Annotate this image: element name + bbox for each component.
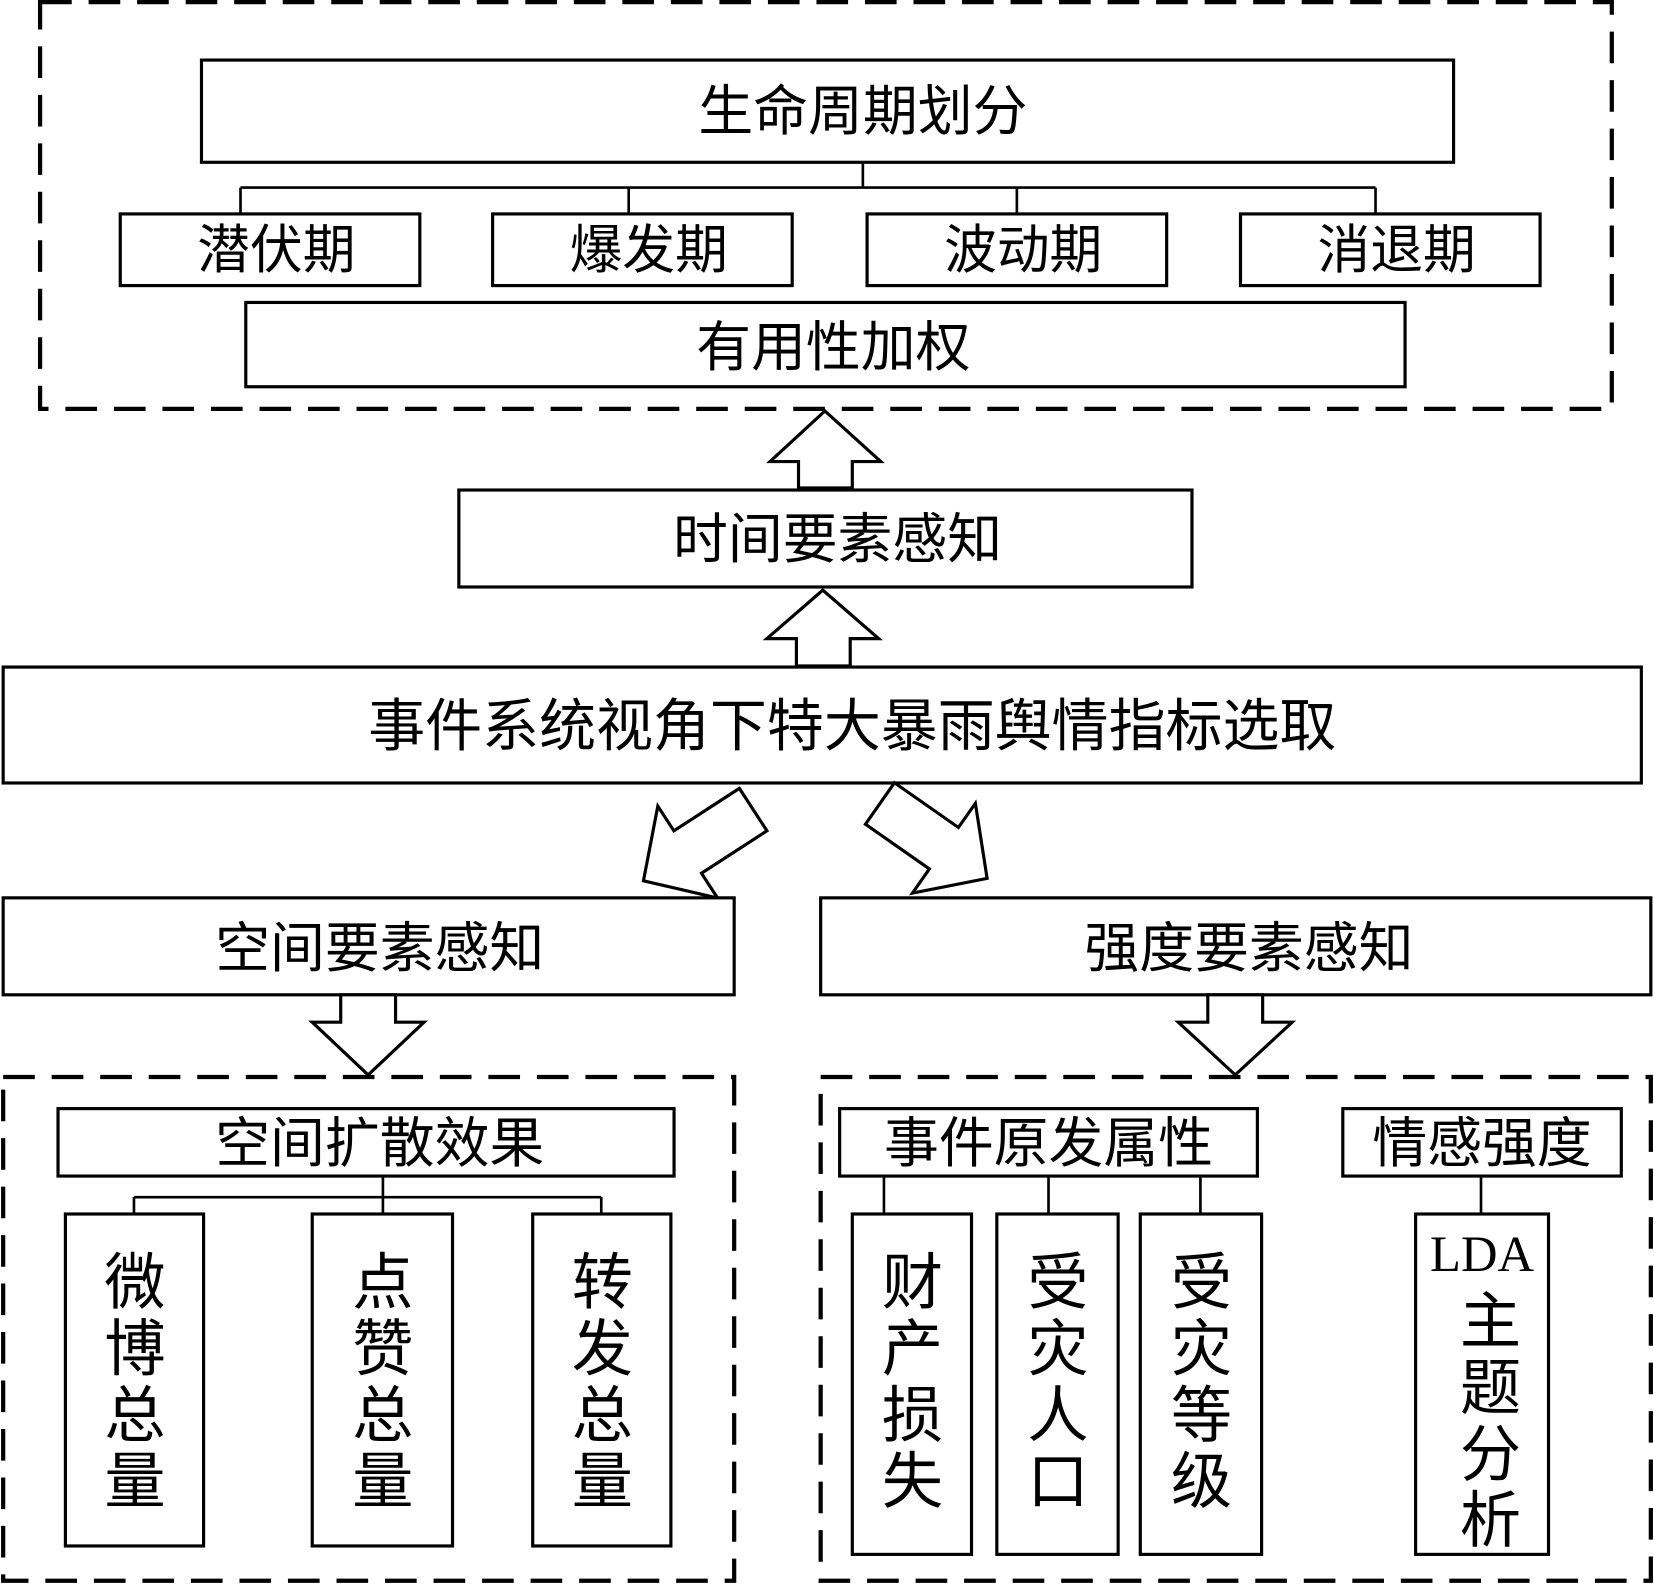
intensity-connector bbox=[882, 1176, 1483, 1215]
arrow-up-icon bbox=[765, 408, 885, 490]
space-perception-box bbox=[1, 896, 736, 997]
lifecycle-title: 生命周期划分 bbox=[698, 81, 1027, 142]
item-box-disaster-level bbox=[1138, 1212, 1264, 1556]
event-attributes-title: 事件原发属性 bbox=[884, 1113, 1213, 1174]
phase-outbreak: 爆发期 bbox=[570, 222, 728, 280]
affected-population-label: 受灾人口 bbox=[1027, 1250, 1088, 1516]
topic-analysis-label: 主题分析 bbox=[1460, 1289, 1521, 1555]
phase-latent: 潜伏期 bbox=[197, 222, 355, 280]
disaster-level-label: 受灾等级 bbox=[1171, 1250, 1232, 1516]
emotion-intensity-title: 情感强度 bbox=[1372, 1113, 1591, 1174]
phase-decline: 消退期 bbox=[1318, 222, 1476, 280]
emotion-intensity-box bbox=[1341, 1107, 1623, 1178]
item-box-reposts-total bbox=[531, 1212, 673, 1548]
indicator-selection-label: 事件系统视角下特大暴雨舆情指标选取 bbox=[368, 696, 1336, 759]
weibo-total-label: 微博总量 bbox=[104, 1250, 165, 1516]
item-box-property-loss bbox=[850, 1212, 974, 1556]
space-diffusion-title: 空间扩散效果 bbox=[215, 1113, 544, 1174]
space-group-frame bbox=[1, 1074, 737, 1583]
arrow-down-icon bbox=[1174, 993, 1297, 1078]
intensity-group-frame bbox=[818, 1074, 1653, 1583]
lifecycle-group-frame bbox=[37, 0, 1614, 411]
lifecycle-title-box bbox=[199, 58, 1456, 164]
phase-box-fluctuation bbox=[865, 212, 1169, 288]
space-connector bbox=[132, 1176, 603, 1215]
time-perception-box bbox=[457, 488, 1194, 589]
item-box-weibo-total bbox=[63, 1212, 206, 1548]
arrow-down-left-icon bbox=[641, 786, 770, 901]
arrow-down-icon bbox=[308, 993, 429, 1078]
lda-label: LDA bbox=[1430, 1226, 1534, 1282]
arrow-up-icon bbox=[762, 588, 883, 668]
item-box-likes-total bbox=[310, 1212, 455, 1548]
likes-total-label: 点赞总量 bbox=[352, 1250, 413, 1516]
intensity-perception-box bbox=[819, 896, 1653, 997]
space-perception-label: 空间要素感知 bbox=[215, 918, 544, 979]
space-diffusion-box bbox=[56, 1107, 676, 1178]
item-box-lda-topic bbox=[1414, 1212, 1551, 1556]
phase-box-decline bbox=[1238, 212, 1542, 288]
reposts-total-label: 转发总量 bbox=[572, 1250, 633, 1516]
event-attributes-box bbox=[838, 1107, 1259, 1178]
arrow-down-right-icon bbox=[863, 780, 989, 896]
phase-box-outbreak bbox=[491, 212, 794, 288]
weighting-label: 有用性加权 bbox=[696, 317, 970, 378]
phase-fluctuation: 波动期 bbox=[944, 222, 1102, 280]
intensity-perception-label: 强度要素感知 bbox=[1084, 918, 1413, 979]
item-box-affected-population bbox=[995, 1212, 1120, 1556]
weighting-box bbox=[244, 300, 1407, 389]
lifecycle-connector bbox=[239, 162, 1377, 214]
property-loss-label: 财产损失 bbox=[882, 1250, 943, 1516]
indicator-selection-box bbox=[1, 665, 1643, 785]
phase-box-latent bbox=[118, 212, 422, 288]
time-perception-label: 时间要素感知 bbox=[673, 509, 1002, 570]
